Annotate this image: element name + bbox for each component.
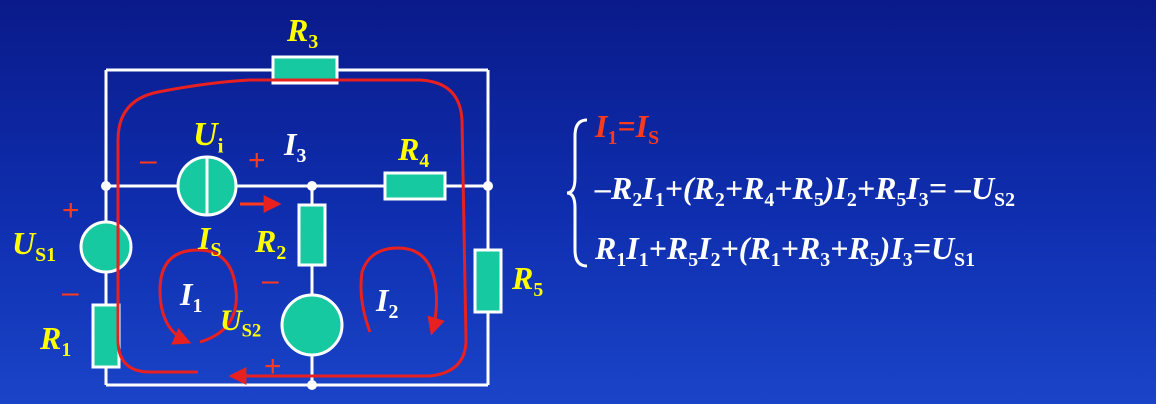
left-brace [566,118,588,268]
sign-us2-plus: + [264,350,282,383]
voltage-source-us1 [79,220,133,274]
resistor-r5-body [473,248,503,314]
sign-us1-plus: + [62,194,80,227]
loop-current-i1 [158,248,238,345]
sign-ui-plus: + [248,144,266,177]
label-i1: I1 [180,276,203,317]
loop-current-i3 [116,78,468,385]
junction-nodes [101,181,493,390]
equation-3: R1I1+R5I2+(R1+R3+R5)I3=US1 [595,230,975,271]
current-source-ui [176,155,238,217]
label-i2: I2 [376,282,399,323]
label-r4: R4 [398,131,430,172]
label-us2: US2 [220,304,262,342]
resistor-r1 [91,303,121,369]
label-r3: R3 [287,12,319,53]
equation-1: I1=IS [595,108,660,149]
loop-current-i2 [359,246,445,336]
voltage-source-us2 [280,293,344,357]
label-r1: R1 [40,320,72,361]
equation-2: –R2I1+(R2+R4+R5)I2+R5I3= –US2 [595,170,1015,211]
resistor-r2 [297,203,327,267]
label-is: IS [198,220,222,261]
sign-ui-minus: – [140,144,157,177]
label-i3: I3 [284,126,307,167]
sign-us1-minus: – [62,276,79,309]
label-ui: Ui [193,116,224,158]
sign-us2-minus: – [262,264,279,297]
circuit-diagram [79,57,503,390]
label-r2: R2 [255,223,287,264]
label-us1: US1 [12,225,57,266]
label-r5: R5 [512,260,544,301]
resistor-r4 [383,171,447,201]
